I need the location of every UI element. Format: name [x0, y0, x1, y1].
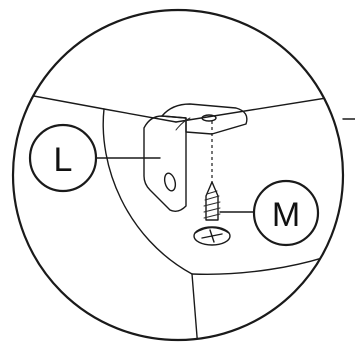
phillips-cross — [202, 230, 222, 242]
callout-l: L — [30, 125, 96, 191]
callout-l-label: L — [54, 141, 73, 179]
screw-head-rim — [195, 228, 229, 234]
bracket-vertical-leg — [144, 116, 186, 211]
screw — [194, 182, 230, 245]
bracket-side-hole — [163, 172, 177, 192]
bracket-horizontal-leg — [162, 104, 247, 134]
panel-curved-inner-edge — [103, 109, 192, 274]
panel-vertical-edge — [192, 274, 198, 349]
callout-m: M — [254, 181, 318, 245]
callout-m-label: M — [272, 196, 300, 234]
screw-shank — [206, 182, 218, 220]
panel-top-left-edge — [12, 92, 176, 122]
